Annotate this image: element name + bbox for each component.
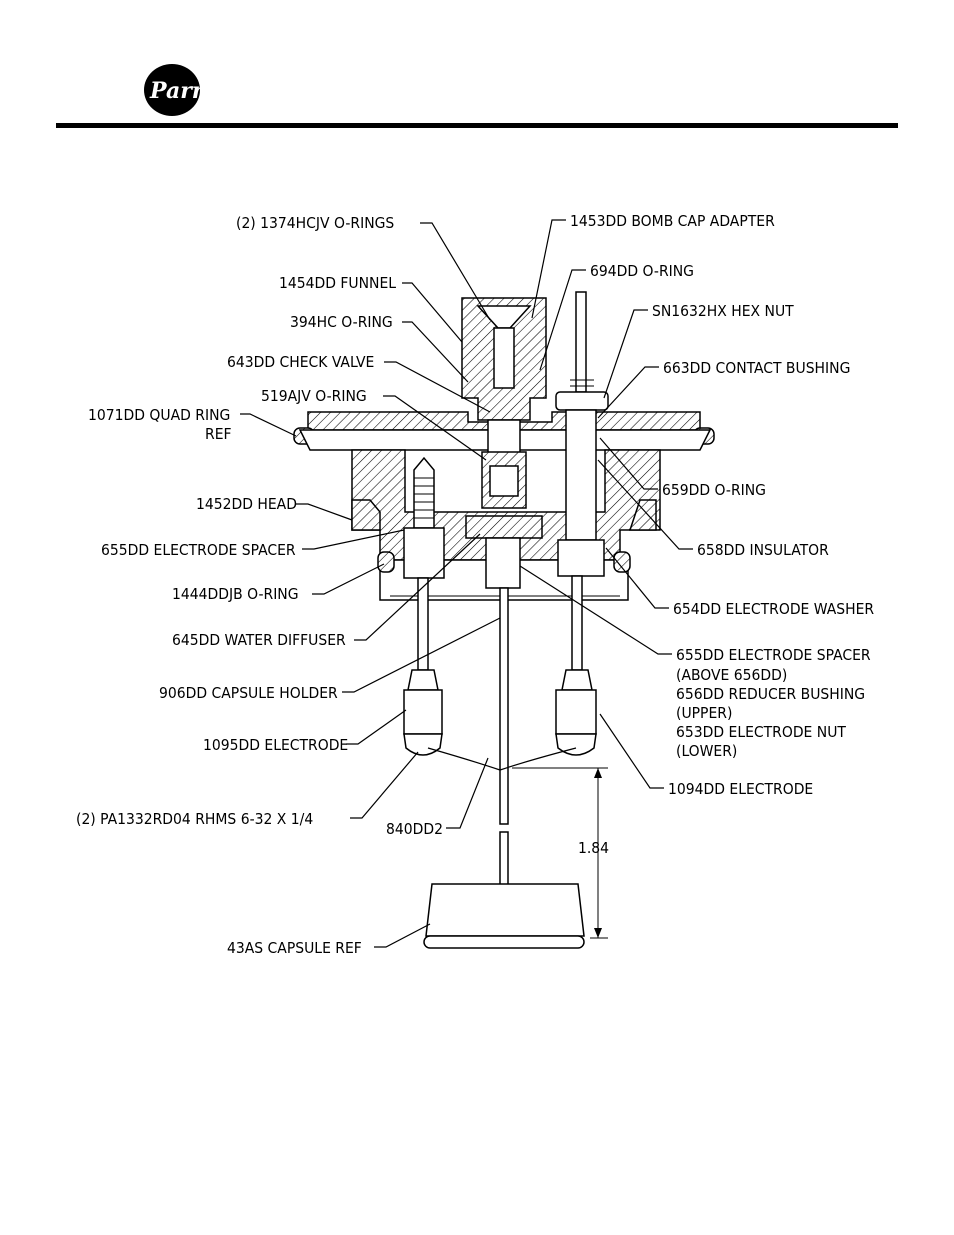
left-thread bbox=[414, 477, 434, 519]
label-394hc: 394HC O-RING bbox=[290, 313, 393, 331]
label-654dd: 654DD ELECTRODE WASHER bbox=[673, 600, 874, 618]
label-656dd: 656DD REDUCER BUSHING bbox=[676, 685, 865, 703]
label-645dd: 645DD WATER DIFFUSER bbox=[172, 631, 346, 649]
dimension-1-84: 1.84 bbox=[512, 767, 609, 939]
label-1374hcjv: (2) 1374HCJV O-RINGS bbox=[236, 214, 394, 232]
electrodes bbox=[403, 537, 597, 825]
label-sn1632hx: SN1632HX HEX NUT bbox=[652, 302, 794, 320]
label-655dd-left: 655DD ELECTRODE SPACER bbox=[101, 541, 296, 559]
label-43as: 43AS CAPSULE REF bbox=[227, 939, 362, 957]
label-840dd2: 840DD2 bbox=[386, 820, 443, 838]
label-906dd: 906DD CAPSULE HOLDER bbox=[159, 684, 338, 702]
label-1094dd: 1094DD ELECTRODE bbox=[668, 780, 813, 798]
label-656dd-upper: (UPPER) bbox=[676, 704, 732, 722]
label-1453dd: 1453DD BOMB CAP ADAPTER bbox=[570, 212, 775, 230]
label-643dd: 643DD CHECK VALVE bbox=[227, 353, 374, 371]
label-655dd-right: 655DD ELECTRODE SPACER bbox=[676, 646, 871, 664]
label-1095dd: 1095DD ELECTRODE bbox=[203, 736, 348, 754]
label-694dd: 694DD O-RING bbox=[590, 262, 694, 280]
label-663dd: 663DD CONTACT BUSHING bbox=[663, 359, 850, 377]
label-1454dd: 1454DD FUNNEL bbox=[279, 274, 396, 292]
parr-logo: Parr bbox=[144, 64, 202, 116]
right-thread bbox=[570, 379, 594, 387]
label-1452dd: 1452DD HEAD bbox=[196, 495, 297, 513]
logo-text: Parr bbox=[149, 78, 202, 104]
label-1071dd-ref: REF bbox=[205, 425, 232, 443]
label-pa1332rd04: (2) PA1332RD04 RHMS 6-32 X 1/4 bbox=[76, 810, 313, 828]
capsule bbox=[423, 831, 585, 949]
left-callouts: (2) 1374HCJV O-RINGS 1454DD FUNNEL 394HC… bbox=[76, 214, 501, 957]
header-rule bbox=[56, 123, 898, 128]
label-655dd-above: (ABOVE 656DD) bbox=[676, 666, 787, 684]
right-callouts: 1453DD BOMB CAP ADAPTER 694DD O-RING SN1… bbox=[519, 212, 874, 798]
label-1071dd: 1071DD QUAD RING bbox=[88, 406, 230, 424]
label-1444ddjb: 1444DDJB O-RING bbox=[172, 585, 299, 603]
dimension-label: 1.84 bbox=[578, 839, 609, 857]
label-653dd: 653DD ELECTRODE NUT bbox=[676, 723, 846, 741]
label-659dd: 659DD O-RING bbox=[662, 481, 766, 499]
label-658dd: 658DD INSULATOR bbox=[697, 541, 829, 559]
label-519ajv: 519AJV O-RING bbox=[261, 387, 367, 405]
label-653dd-lower: (LOWER) bbox=[676, 742, 737, 760]
